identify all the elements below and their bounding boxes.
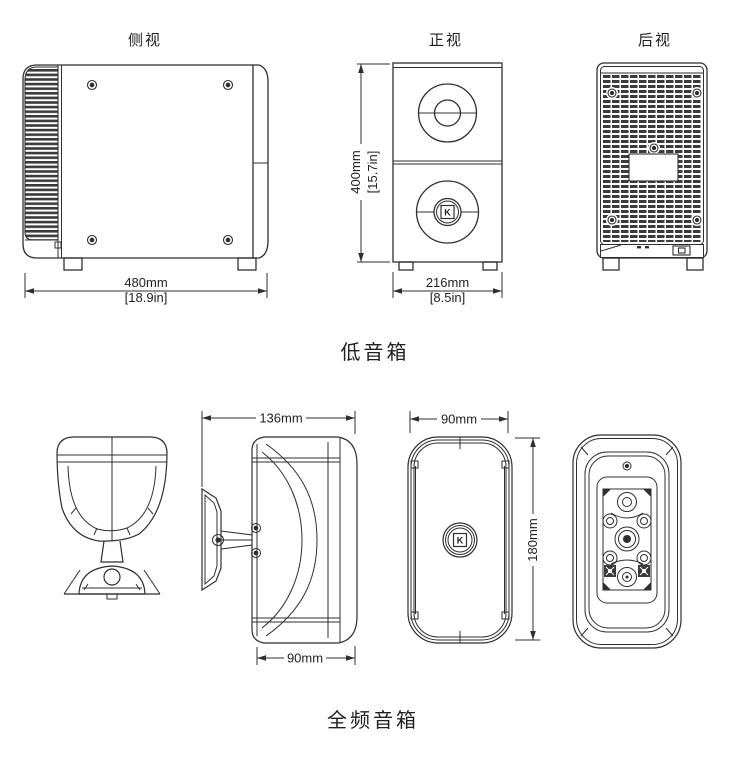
fullrange-side-view	[201, 436, 358, 644]
arrow-down-icon	[358, 253, 364, 262]
mounting-plate	[602, 488, 652, 591]
foot	[602, 257, 620, 271]
fullrange-mount-view	[56, 436, 168, 600]
dim-90mm-depth: 90mm	[256, 646, 356, 666]
brand-logo-glyph: K	[444, 208, 451, 218]
fullrange-front-view: K	[407, 436, 513, 644]
screw-icon	[86, 79, 234, 246]
subwoofer-side-view	[22, 64, 269, 271]
foot	[237, 257, 257, 271]
wall-bracket	[201, 487, 253, 592]
foot	[398, 261, 414, 271]
arrow-left-icon	[202, 415, 211, 421]
dim-480mm-value: 480mm	[124, 275, 167, 290]
arrow-left-icon	[410, 416, 419, 422]
dim-180mm-value: 180mm	[525, 518, 540, 561]
side-grille	[24, 66, 59, 241]
brand-logo-icon: K	[442, 522, 478, 558]
arrow-left-icon	[257, 655, 266, 661]
dim-90mm-width: 90mm	[409, 411, 509, 433]
brand-logo-icon: K	[433, 197, 462, 227]
subwoofer-front-view: K	[392, 62, 503, 271]
rear-bottom-panel	[600, 244, 704, 258]
dim-180mm: 180mm	[515, 437, 540, 641]
view-title-side: 侧视	[127, 31, 163, 49]
dim-480mm-inches: [18.9in]	[125, 290, 168, 305]
dim-136mm-value: 136mm	[259, 411, 302, 426]
arrow-down-icon	[530, 631, 536, 640]
arrow-up-icon	[530, 438, 536, 447]
dim-480mm: 480mm [18.9in]	[24, 273, 268, 305]
section-title-fullrange: 全频音箱	[327, 708, 419, 732]
dim-400mm-value: 400mm	[348, 150, 363, 193]
arrow-right-icon	[499, 416, 508, 422]
bracket-stem	[100, 540, 124, 563]
arrow-right-icon	[493, 288, 502, 294]
arrow-right-icon	[346, 415, 355, 421]
arrow-right-icon	[346, 655, 355, 661]
bracket-base	[63, 565, 161, 600]
foot	[63, 257, 83, 271]
rear-label-plate	[628, 153, 679, 182]
power-switch-icon	[672, 245, 691, 256]
dim-90mm-width-value: 90mm	[441, 412, 477, 427]
foot	[686, 257, 704, 271]
terminal-icon	[604, 565, 650, 577]
screw-icon	[606, 87, 703, 226]
brand-logo-glyph: K	[457, 536, 464, 546]
arrow-left-icon	[25, 288, 34, 294]
view-title-front: 正视	[428, 31, 464, 49]
arrow-right-icon	[258, 288, 267, 294]
dim-216mm: 216mm [8.5in]	[392, 272, 503, 305]
fullrange-rear-view	[572, 434, 682, 649]
dim-400mm: 400mm [15.7in]	[348, 63, 390, 263]
dim-216mm-inches: [8.5in]	[430, 290, 465, 305]
arrow-left-icon	[393, 288, 402, 294]
foot	[482, 261, 498, 271]
dim-216mm-value: 216mm	[426, 275, 469, 290]
arrow-up-icon	[358, 64, 364, 73]
section-title-subwoofer: 低音箱	[340, 340, 410, 364]
dim-400mm-inches: [15.7in]	[365, 151, 380, 194]
subwoofer-rear-view	[596, 62, 708, 271]
dim-136mm: 136mm	[201, 411, 356, 487]
dim-90mm-depth-value: 90mm	[287, 651, 323, 666]
view-title-rear: 后视	[637, 31, 673, 49]
